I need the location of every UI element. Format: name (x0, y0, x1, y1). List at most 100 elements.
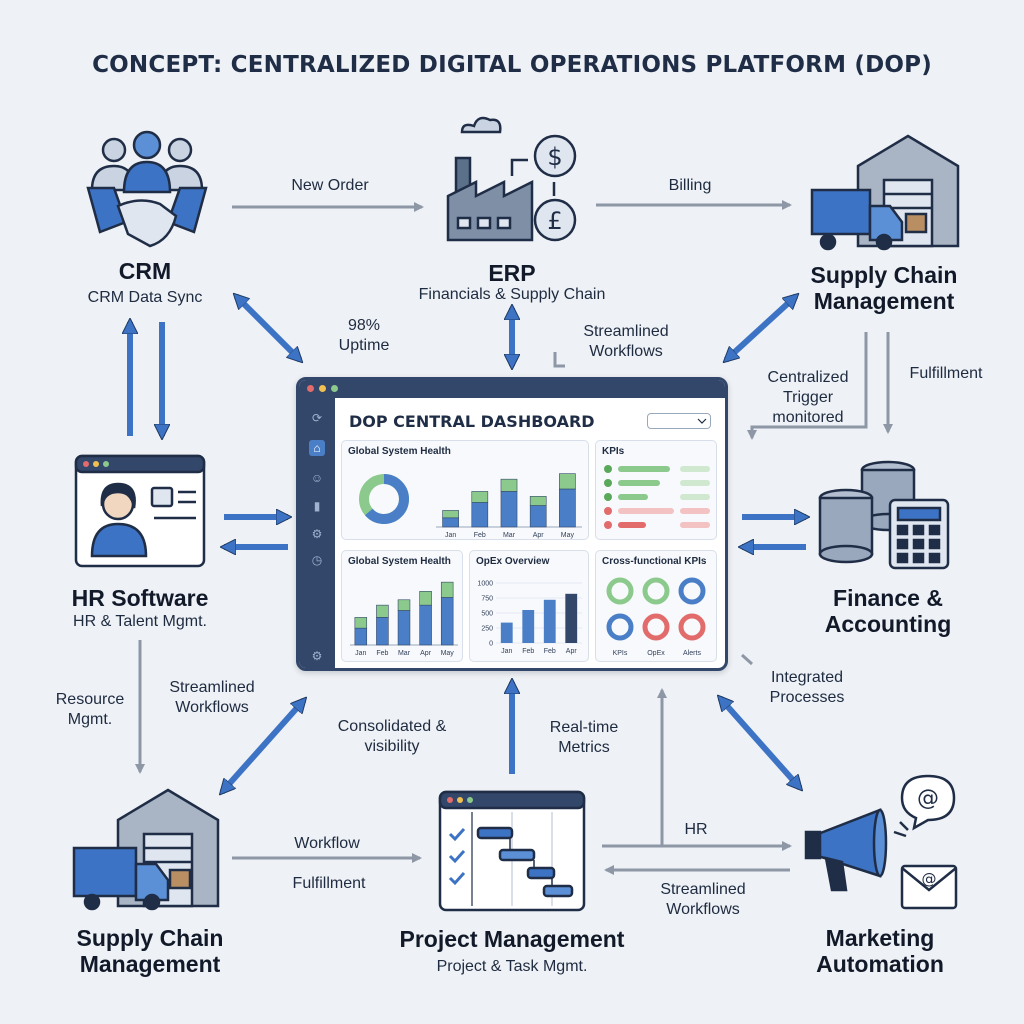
ring-4 (606, 613, 634, 641)
bar-feb-s2 (376, 604, 389, 618)
leader-line-streamlined (553, 352, 565, 368)
ring-1 (606, 577, 634, 605)
panel-kpis: KPIs (595, 440, 717, 540)
clock-icon[interactable]: ◷ (311, 553, 323, 567)
warehouse-truck-icon-bottom (72, 788, 220, 911)
window-maximize-dot[interactable] (331, 385, 338, 392)
home-icon[interactable]: ⌂ (309, 440, 325, 456)
window-minimize-dot[interactable] (319, 385, 326, 392)
cross-label-3: Alerts (683, 650, 701, 657)
flow-label-streamlined-bottom: Streamlined Workflows (660, 881, 746, 918)
gantt-chart-icon (438, 790, 586, 912)
bar-apr-s2 (529, 496, 547, 506)
cross-label-2: OpEx (647, 650, 665, 657)
blue-flow-arrows (130, 296, 806, 792)
coins-calculator-icon (818, 460, 950, 570)
bar-mar-s2 (500, 478, 518, 492)
ring-2 (642, 577, 670, 605)
bar-may-s1 (440, 597, 454, 646)
finance-title: Finance & Accounting (824, 585, 952, 637)
dollar-glyph: $ (547, 143, 562, 171)
arrow-marketing-dashboard (720, 698, 800, 788)
bar-chart-icon[interactable]: ▮ (313, 499, 321, 513)
factory-currency-icon (446, 116, 577, 242)
bar-apr-s2 (419, 591, 432, 606)
settings-icon[interactable]: ⚙ (311, 527, 323, 541)
flow-label-consolidated: Consolidated & visibility (337, 718, 447, 755)
kpi-row-5 (604, 521, 710, 529)
warehouse-truck-icon (810, 134, 960, 251)
user-icon[interactable]: ☺ (310, 471, 324, 485)
kpi-row-2 (604, 479, 710, 487)
at-glyph-envelope: @ (922, 870, 937, 888)
y-tick-label: 0 (489, 641, 493, 648)
cross-label-1: KPIs (613, 650, 628, 657)
bar-feb-s1 (471, 502, 489, 528)
bar-jan-s1 (442, 517, 459, 528)
flow-label-fulfillment-right: Fulfillment (909, 365, 983, 382)
bar-mar-s2 (397, 599, 411, 611)
flow-label-streamlined-left: Streamlined Workflows (169, 679, 255, 716)
bar-may-s1 (559, 488, 576, 528)
ring-3 (678, 577, 706, 605)
ring-6 (678, 613, 706, 641)
bar-feb-s1 (376, 617, 389, 646)
panel-title-opex: OpEx Overview (476, 556, 550, 567)
flow-label-new-order: New Order (291, 177, 369, 194)
bar-mar-s1 (397, 610, 411, 646)
kpi-row-4 (604, 507, 710, 515)
scm-top-title: Supply Chain Management (810, 262, 958, 314)
kpi-row-3 (604, 493, 710, 501)
crm-subtitle: CRM Data Sync (87, 289, 203, 306)
flow-label-streamlined-top: Streamlined Workflows (583, 323, 669, 360)
arrow-scm-dashboard (726, 296, 796, 360)
flow-label-fulfillment-bottom: Fulfillment (292, 875, 366, 892)
y-tick-label: 750 (481, 596, 493, 603)
flow-label-centralized-trigger: Centralized Trigger monitored (767, 369, 849, 426)
bar-mar-s1 (500, 491, 518, 528)
bar-jan-s1 (354, 627, 368, 646)
opex-bar-2 (522, 610, 535, 643)
tick-label: Apr (533, 532, 545, 539)
pm-title: Project Management (399, 926, 625, 952)
y-tick-label: 250 (481, 626, 493, 633)
tick-label: Jan (355, 650, 366, 657)
pound-glyph: £ (547, 207, 562, 235)
dashboard-filter-dropdown[interactable] (647, 413, 711, 429)
flow-label-uptime: 98% Uptime (338, 317, 390, 354)
gear-icon[interactable]: ⚙ (311, 649, 323, 663)
dop-central-dashboard: ⟳ ⌂ ☺ ▮ ⚙ ◷ ⚙ DOP CENTRAL DASHBOARD Glob… (296, 377, 728, 671)
flow-label-resource-mgmt: Resource Mgmt. (55, 691, 125, 728)
tick-label: Apr (420, 650, 432, 657)
crm-title: CRM (118, 258, 172, 284)
tick-label: Mar (503, 532, 516, 539)
tick-label: Mar (398, 650, 411, 657)
y-tick-label: 500 (481, 611, 493, 618)
panel-title-health-bottom: Global System Health (348, 556, 451, 567)
window-close-dot[interactable] (307, 385, 314, 392)
erp-title: ERP (488, 260, 536, 286)
hr-title: HR Software (71, 585, 209, 611)
dashboard-title: DOP CENTRAL DASHBOARD (349, 412, 595, 431)
dashboard-sidebar: ⟳ ⌂ ☺ ▮ ⚙ ◷ ⚙ (299, 398, 335, 668)
y-tick-label: 1000 (477, 581, 493, 588)
bar-may-s2 (559, 473, 576, 490)
bar-apr-s1 (529, 505, 547, 528)
erp-subtitle: Financials & Supply Chain (418, 286, 606, 303)
panel-title-health-top: Global System Health (348, 446, 451, 457)
hr-subtitle: HR & Talent Mgmt. (73, 613, 207, 630)
health-donut-value (359, 474, 409, 524)
tick-label: Jan (445, 532, 456, 539)
refresh-icon[interactable]: ⟳ (311, 411, 323, 425)
flow-label-realtime: Real-time Metrics (549, 719, 619, 756)
gray-flow-arrows (135, 200, 893, 875)
flow-label-billing: Billing (668, 177, 712, 194)
x-tick-label: Feb (522, 648, 534, 655)
cross-kpi-labels: KPIs OpEx Alerts (613, 650, 702, 657)
